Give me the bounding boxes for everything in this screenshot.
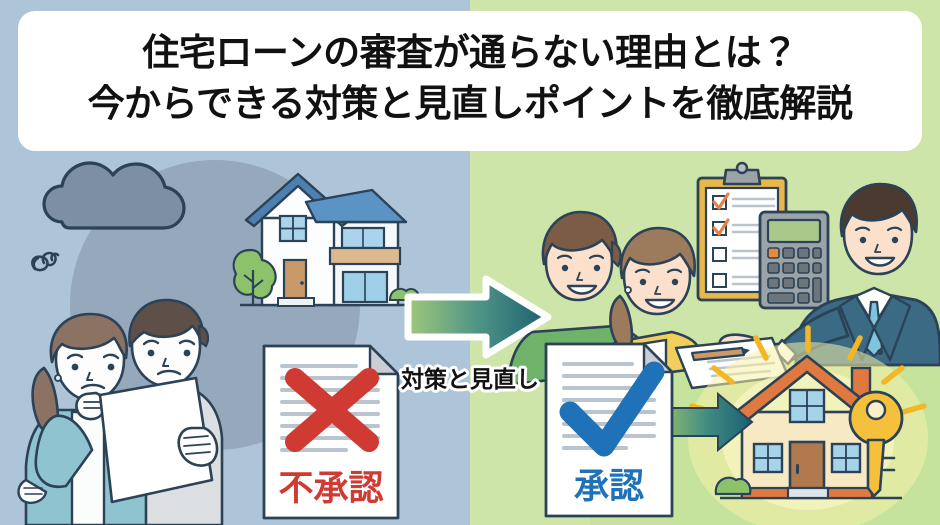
shine-rays-icon bbox=[689, 325, 927, 415]
check-icon bbox=[712, 192, 730, 210]
application-paper bbox=[98, 376, 219, 504]
house-key-icon bbox=[848, 390, 904, 498]
check-icon bbox=[712, 218, 730, 236]
two-story-house bbox=[240, 172, 421, 307]
svg-text:対策と見直し: 対策と見直し bbox=[401, 366, 539, 393]
storm-cloud-icon bbox=[42, 161, 186, 230]
x-mark-icon bbox=[285, 368, 379, 452]
svg-text:対策と見直し: 対策と見直し bbox=[401, 366, 539, 393]
rejected-document: 不承認 bbox=[262, 344, 400, 520]
approved-document: 承認 bbox=[544, 342, 674, 518]
dream-house-group bbox=[688, 325, 928, 525]
pen-icon bbox=[690, 346, 750, 362]
right-scene-illustration: 承認 bbox=[506, 161, 940, 525]
transition-arrow-label: 対策と見直し 対策と見直し bbox=[398, 363, 542, 396]
transition-arrow bbox=[404, 275, 552, 359]
title-card: 住宅ローンの審査が通らない理由とは？ 今からできる対策と見直しポイントを徹底解説 bbox=[18, 11, 922, 151]
rejected-stamp-text: 不承認 bbox=[278, 469, 383, 509]
calculator-icon bbox=[758, 210, 830, 310]
frustration-squiggle-icon bbox=[31, 251, 60, 272]
tree-icon bbox=[232, 248, 277, 306]
page-title-line2: 今からできる対策と見直しポイントを徹底解説 bbox=[87, 82, 853, 125]
approved-stamp-text: 承認 bbox=[574, 467, 644, 507]
left-scene-illustration: 不承認 bbox=[17, 160, 421, 525]
worried-couple bbox=[17, 298, 224, 525]
check-mark-icon bbox=[559, 361, 665, 457]
page-title-line1: 住宅ローンの審査が通らない理由とは？ bbox=[142, 31, 798, 74]
